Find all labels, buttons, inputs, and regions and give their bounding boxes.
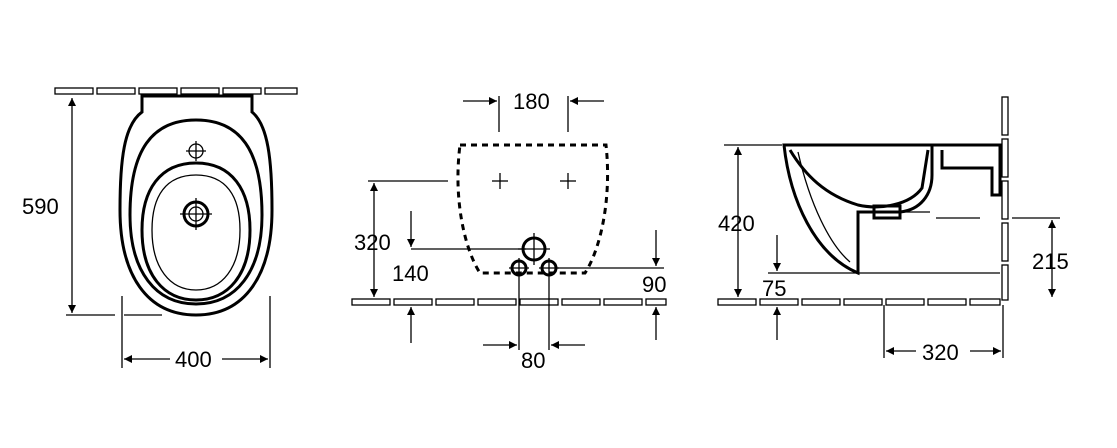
side-floor-strip <box>717 298 1001 306</box>
dim-bottom-offset-label: 90 <box>642 272 666 297</box>
tap-hole-right <box>560 173 576 189</box>
bidet-front-outline <box>456 143 610 275</box>
tap-hole-left <box>492 173 508 189</box>
drain-top <box>180 198 212 230</box>
side-wall-strip <box>1001 96 1009 301</box>
dim-hole-spacing-label: 80 <box>521 348 545 373</box>
dim-base-height-label: 75 <box>762 276 786 301</box>
fixing-hole-left <box>509 258 529 278</box>
bidet-side-outline <box>782 143 934 276</box>
bidet-side-inner <box>797 151 851 263</box>
bowl-inner <box>151 174 241 291</box>
dim-drain-height-label: 140 <box>392 261 429 286</box>
top-view: 590 400 <box>22 87 298 372</box>
dim-tap-height-label: 320 <box>354 230 391 255</box>
bidet-outline <box>118 94 274 317</box>
tap-hole-top <box>186 141 206 161</box>
dim-depth-label: 590 <box>22 194 59 219</box>
side-pipe <box>872 204 980 220</box>
dim-projection-label: 320 <box>922 340 959 365</box>
dim-fixing-height-label: 215 <box>1032 249 1069 274</box>
front-view: 180 320 140 90 80 <box>351 89 667 373</box>
wall-strip <box>54 87 298 95</box>
bidet-side-bowl <box>788 149 930 209</box>
dim-side-height-label: 420 <box>718 211 755 236</box>
dim-width-label: 400 <box>175 347 212 372</box>
side-view: 420 75 215 320 <box>717 96 1069 365</box>
bowl-outer <box>140 161 252 302</box>
floor-strip <box>351 298 667 306</box>
dim-tap-spacing-label: 180 <box>513 89 550 114</box>
bidet-side-back <box>932 143 1002 197</box>
bidet-rim <box>128 118 264 306</box>
